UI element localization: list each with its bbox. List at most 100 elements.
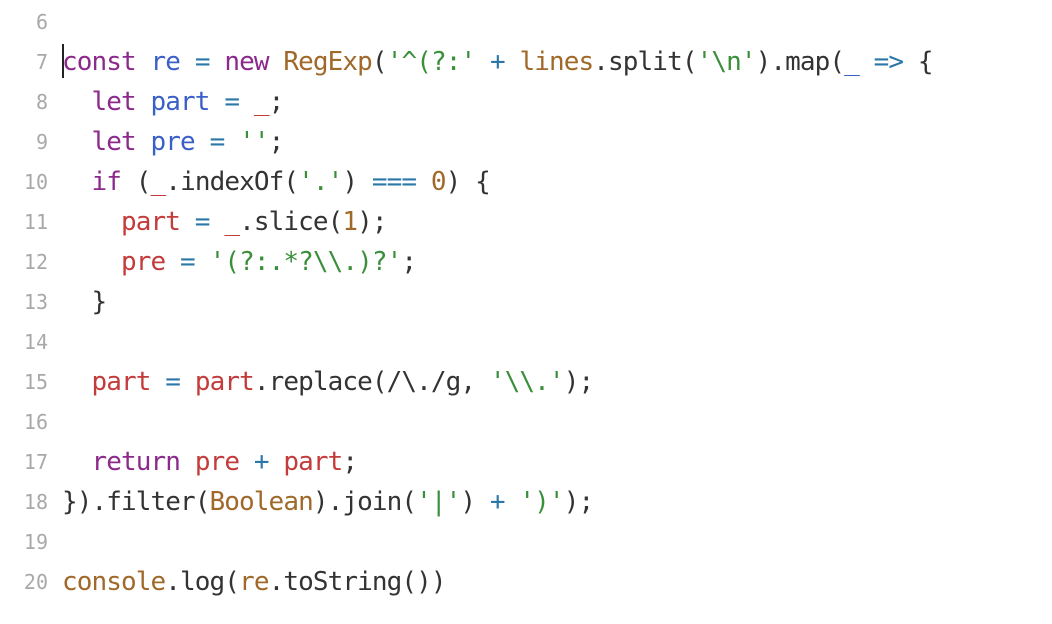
code-token: '^(?:' [386, 47, 476, 77]
code-token: '(?:.*?\\.)?' [209, 247, 403, 277]
code-line[interactable]: 11 part = _.slice(1); [0, 202, 1052, 242]
code-token: ; [342, 447, 358, 477]
code-token [62, 447, 92, 477]
code-token: => [873, 47, 904, 77]
code-token: ; [401, 247, 417, 277]
code-token: '\n' [696, 47, 757, 77]
code-token: .indexOf( [165, 167, 299, 197]
code-text: }).filter(Boolean).join('|') + ')'); [62, 487, 594, 517]
code-token [136, 127, 151, 157]
code-token: pre [121, 247, 166, 277]
text-cursor [62, 44, 64, 78]
code-token: return [91, 447, 181, 477]
code-line[interactable]: 10 if (_.indexOf('.') === 0) { [0, 162, 1052, 202]
code-line[interactable]: 15 part = part.replace(/\./g, '\\.'); [0, 362, 1052, 402]
code-line[interactable]: 6 [0, 2, 1052, 42]
code-line[interactable]: 18}).filter(Boolean).join('|') + ')'); [0, 482, 1052, 522]
code-token: '' [239, 127, 269, 157]
code-token: '.' [298, 167, 343, 197]
code-token: part [283, 447, 343, 477]
code-text: if (_.indexOf('.') === 0) { [62, 167, 491, 197]
code-text: console.log(re.toString()) [62, 567, 447, 597]
code-token: console [62, 567, 166, 597]
code-token: { [903, 47, 934, 77]
code-token: ( [371, 47, 388, 77]
code-line[interactable]: 16 [0, 402, 1052, 442]
line-number: 14 [23, 330, 48, 354]
code-line[interactable]: 12 pre = '(?:.*?\\.)?'; [0, 242, 1052, 282]
code-token [210, 207, 225, 237]
code-token [180, 47, 195, 77]
code-token [62, 87, 92, 117]
code-token: pre [150, 127, 196, 157]
code-token: _ [150, 167, 167, 197]
code-text: } [62, 287, 108, 317]
code-token [239, 87, 254, 117]
line-number: 12 [23, 250, 48, 274]
code-token: part [194, 367, 255, 397]
code-token: ')' [519, 487, 564, 517]
code-token: ).map( [755, 47, 845, 77]
code-token [62, 127, 92, 157]
code-token: let [91, 127, 137, 157]
code-token [165, 247, 180, 277]
code-line[interactable]: 14 [0, 322, 1052, 362]
code-token [151, 367, 166, 397]
code-token: lines [519, 47, 595, 77]
code-line[interactable]: 8 let part = _; [0, 82, 1052, 122]
code-token [269, 47, 284, 77]
code-token: '\\.' [489, 367, 565, 397]
code-text: let pre = ''; [62, 127, 285, 157]
code-line[interactable]: 17 return pre + part; [0, 442, 1052, 482]
code-token [224, 127, 239, 157]
code-token: 0 [430, 167, 447, 197]
code-token: re [150, 47, 181, 77]
code-token: .split( [593, 47, 697, 77]
code-token [505, 47, 520, 77]
code-token: new [224, 47, 269, 77]
line-number: 10 [23, 170, 48, 194]
code-token: }).filter( [62, 487, 210, 517]
code-token: = [180, 247, 196, 277]
code-token [62, 207, 121, 237]
code-token: .replace(/\./g, [253, 367, 490, 397]
code-line[interactable]: 20 console.log(re.toString()) [0, 562, 1052, 602]
code-token: re [239, 567, 269, 597]
code-token: pre [194, 447, 240, 477]
line-number: 17 [23, 450, 48, 474]
code-token [210, 87, 225, 117]
line-number: 16 [23, 410, 48, 434]
code-line[interactable]: 19 [0, 522, 1052, 562]
code-token [62, 247, 121, 277]
code-token: part [91, 367, 152, 397]
code-token: _ [224, 207, 240, 237]
code-token [269, 447, 284, 477]
code-line[interactable]: 9 let pre = ''; [0, 122, 1052, 162]
code-token: ).join( [312, 487, 417, 517]
code-token: const [62, 47, 137, 77]
code-token: = [209, 127, 226, 157]
code-token: ); [563, 367, 594, 397]
code-token: _ [844, 47, 860, 77]
code-token [239, 447, 254, 477]
code-token: ) [460, 487, 490, 517]
code-token: = [194, 207, 211, 237]
code-token [210, 47, 225, 77]
line-number: 6 [35, 10, 48, 34]
code-token [180, 367, 195, 397]
code-token: + [489, 47, 506, 77]
code-token: === [371, 167, 417, 197]
code-text: pre = '(?:.*?\\.)?'; [62, 247, 417, 277]
code-line[interactable]: 13 } [0, 282, 1052, 322]
code-text: part = _.slice(1); [62, 207, 388, 237]
code-token: if [91, 167, 122, 197]
code-text: part = part.replace(/\./g, '\\.'); [62, 367, 595, 397]
code-token: = [165, 367, 181, 397]
line-number: 20 [23, 570, 48, 594]
code-token: .log( [165, 567, 240, 597]
line-number: 9 [35, 130, 48, 154]
code-token: ; [268, 87, 285, 117]
code-token: ) { [445, 167, 491, 197]
